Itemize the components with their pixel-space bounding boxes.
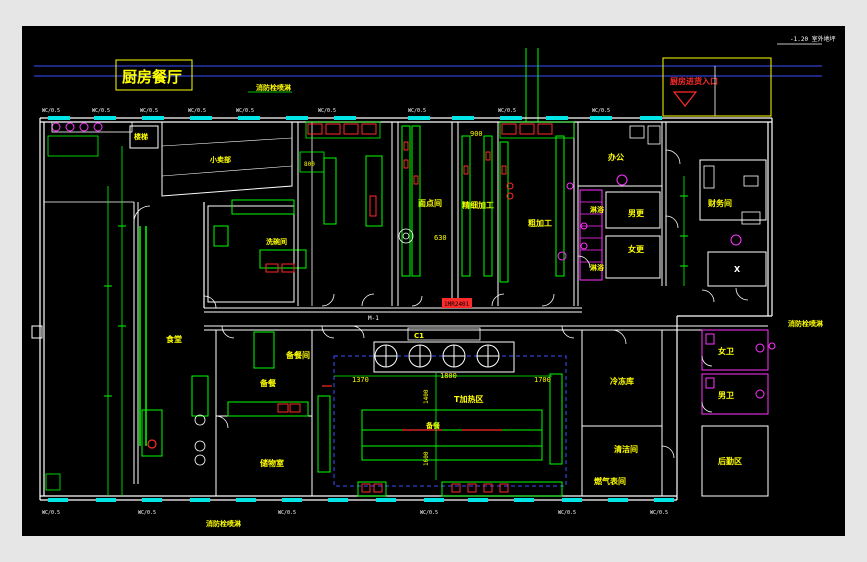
dim-1370: 1370 [352,376,369,384]
windows-bottom [48,498,674,502]
room-label-womens-shower: 淋浴 [590,263,605,272]
room-label-cleaning: 清洁间 [614,444,638,454]
room-label-dish-prep: 粗加工 [528,218,552,228]
room-label-cold-storage: 冷冻库 [610,376,634,386]
room-label-main-hall: 后勤区 [718,456,742,466]
window-code: WC/0.5 [42,510,60,516]
red-badge-text: 1MR2401 [444,301,470,308]
room-label-corridor-room: 备餐 [425,421,441,430]
room-label-shaft: 小卖部 [209,155,231,164]
dim-900: 900 [470,130,483,138]
window-code: WC/0.5 [498,108,516,114]
room-label-finance: 财务间 [707,198,732,208]
drawing-title: 厨房餐厅 [122,68,182,86]
room-label-office: 办公 [608,152,624,162]
floor-plan: -1.20 室外地坪 厨房餐厅 厨房进货入口 [31,35,836,528]
cad-drawing-canvas: -1.20 室外地坪 厨房餐厅 厨房进货入口 [22,26,845,536]
room-label-wash-dishes: 洗碗间 [266,237,287,246]
room-label-west-room: 备餐 [259,378,277,388]
room-label-noodle: 面点间 [418,198,442,208]
room-label-canteen: 食堂 [166,334,182,344]
door-swings [133,149,749,459]
room-label-staircase: 楼梯 [134,132,148,141]
room-label-storeroom: 储物室 [259,458,284,468]
pipe-tag-top: 消防栓喷淋 [256,83,291,92]
label-m1: M-1 [368,315,379,322]
window-code: WC/0.5 [278,510,296,516]
pipe-tag-right: 消防栓喷淋 [788,319,823,328]
room-label-restroom-women: 女卫 [718,346,734,356]
window-code: WC/0.5 [420,510,438,516]
window-code: WC/0.5 [188,108,206,114]
dim-1400: 1400 [423,389,430,404]
dim-1700: 1700 [534,376,551,384]
entry-sign: 厨房进货入口 [670,76,718,86]
room-label-mens-dressing: 男更 [628,208,645,218]
dim-1600: 1600 [423,451,430,466]
window-code: WC/0.5 [138,510,156,516]
dim-630: 630 [434,234,447,242]
window-code: WC/0.5 [318,108,336,114]
room-label-service: 备餐间 [285,350,310,360]
window-code: WC/0.5 [236,108,254,114]
room-label-restroom-men: 男卫 [718,391,734,400]
window-code: WC/0.5 [408,108,426,114]
window-code: WC/0.5 [592,108,610,114]
fire-hydrant-icon [147,439,157,449]
dim-1800: 1800 [440,372,457,380]
room-label-gas: 燃气表间 [594,476,626,486]
room-label-mens-shower: 淋浴 [590,205,605,214]
window-code: WC/0.5 [92,108,110,114]
equipment-top-row [307,123,553,135]
window-code: WC/0.5 [140,108,158,114]
range-hoods [373,341,515,373]
red-badge [442,298,472,308]
stair-shaft [161,121,293,197]
windows-top [48,116,662,120]
room-label-womens-dressing: 女更 [628,244,645,254]
elevation-tag: -1.20 室外地坪 [790,35,836,43]
entry-triangle-icon [672,91,698,107]
window-code: WC/0.5 [650,510,668,516]
window-code: WC/0.5 [558,510,576,516]
label-top-door: C1 [414,332,424,340]
room-label-hot-kitchen: T加热区 [454,394,483,404]
window-code: WC/0.5 [42,108,60,114]
dim-800: 800 [304,161,315,168]
entry-fixtures [51,122,103,132]
hot-kitchen-counters [317,373,563,473]
entry-box [662,57,772,117]
title-frame [115,59,193,91]
room-label-storage: X [734,265,741,274]
pipe-tag-bottom: 消防栓喷淋 [206,519,241,528]
room-label-meat-prep: 精细加工 [462,200,494,210]
